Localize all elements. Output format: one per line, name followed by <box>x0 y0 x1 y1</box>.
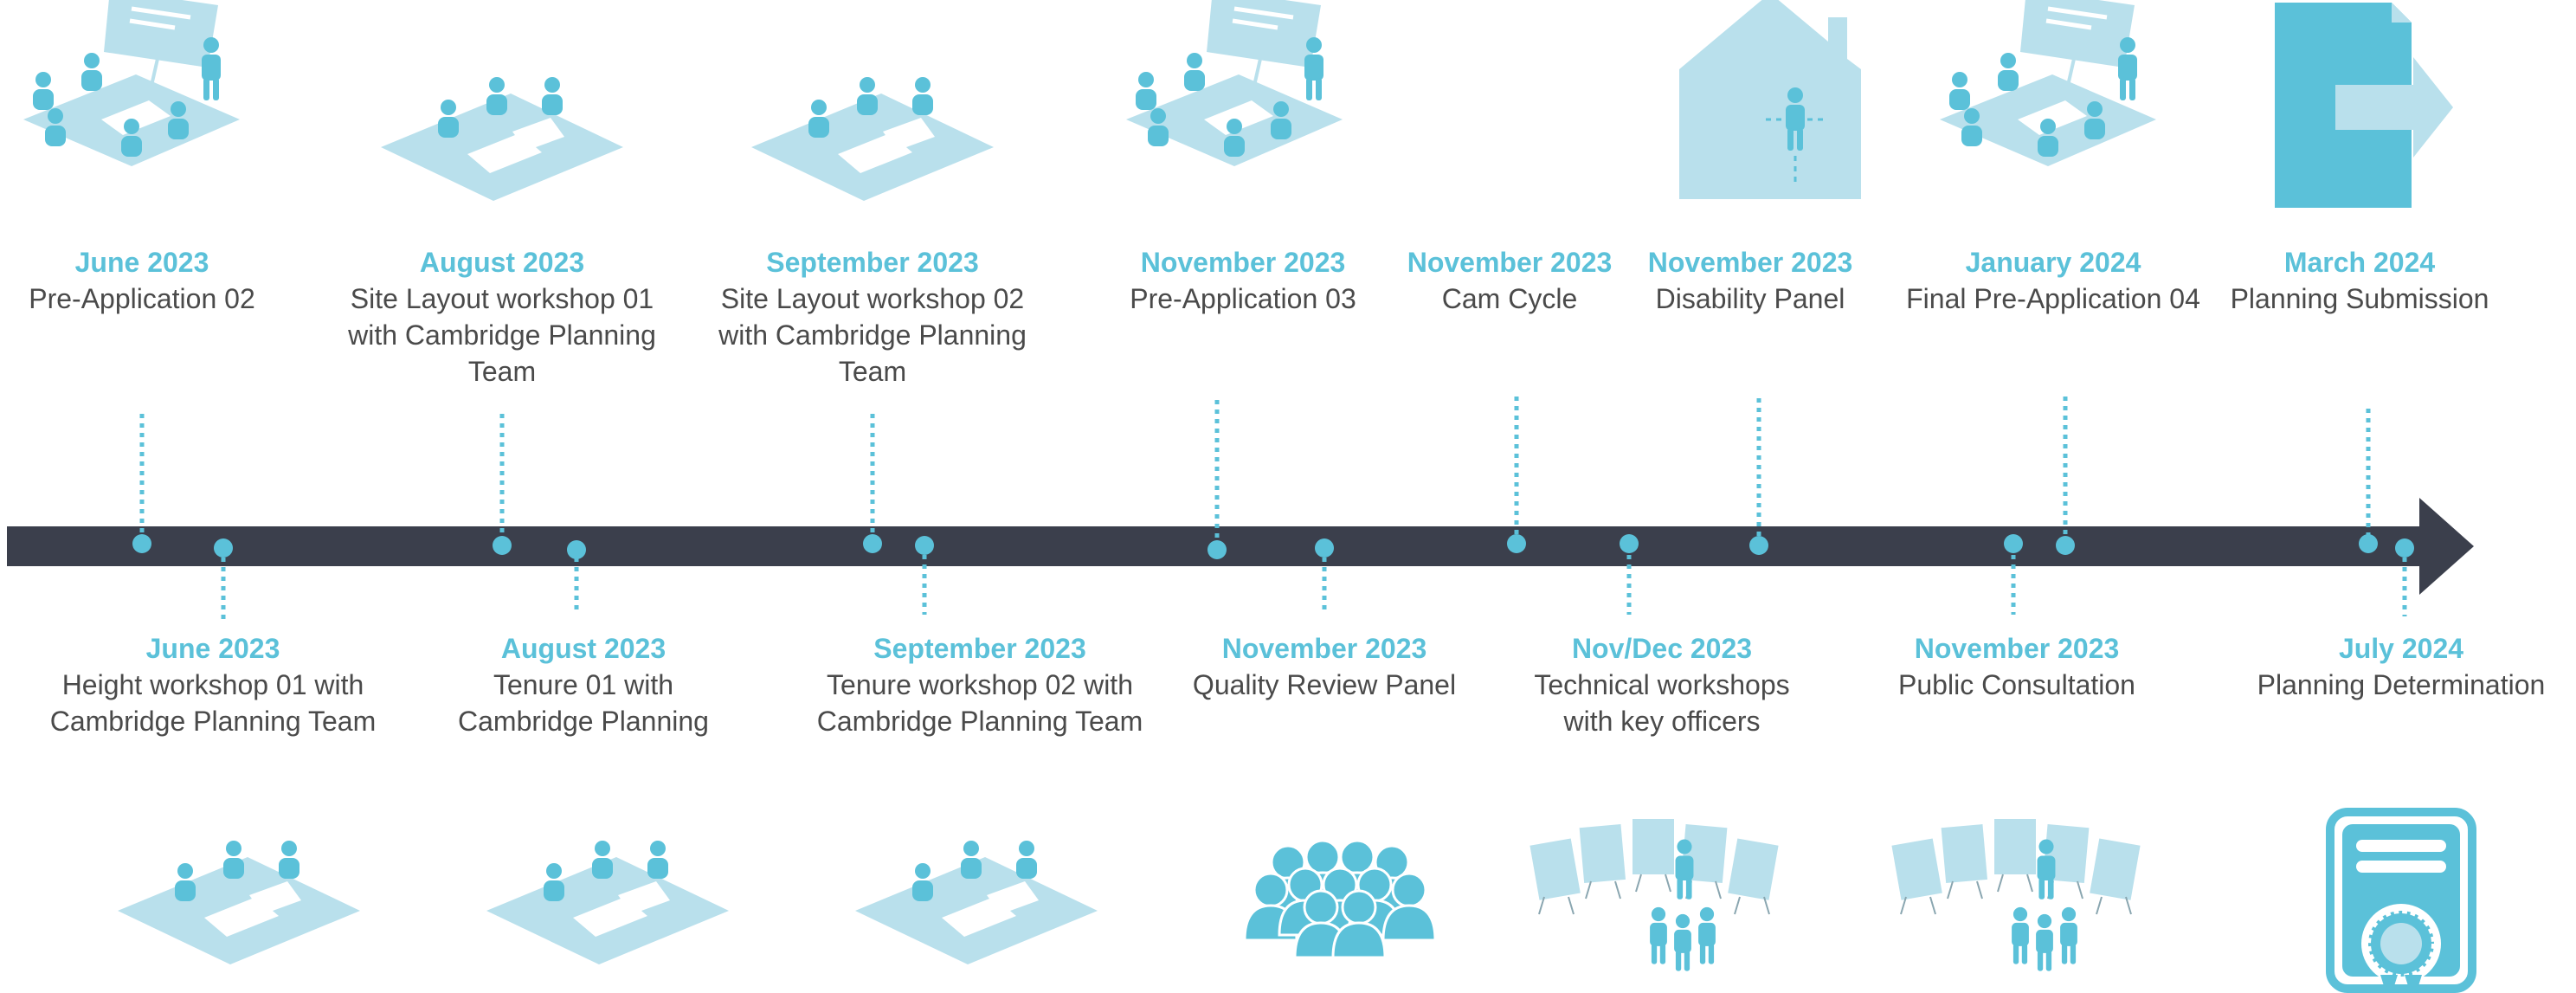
event-label: Disability Panel <box>1655 283 1845 314</box>
document-submit-icon <box>2275 3 2453 208</box>
event-label: Public Consultation <box>1898 669 2135 700</box>
presentation-boards-icon <box>1891 819 2141 971</box>
timeline-marker-dot <box>863 534 882 553</box>
timeline-marker-dot <box>1749 536 1768 555</box>
event-date: June 2023 <box>74 247 209 278</box>
event-label: Cam Cycle <box>1441 283 1578 314</box>
meeting-presentation-icon <box>1126 0 1343 166</box>
timeline-marker-dot <box>915 536 934 555</box>
event-bottom-2: August 2023 Tenure 01 with Cambridge Pla… <box>441 630 726 739</box>
event-label: Site Layout workshop 02 with Cambridge P… <box>718 283 1027 387</box>
timeline-marker-dot <box>1208 540 1227 559</box>
timeline-marker-dot <box>132 534 151 553</box>
workshop-table-icon <box>751 77 994 201</box>
event-date: November 2023 <box>1914 633 2120 664</box>
event-bottom-6: November 2023 Public Consultation <box>1874 630 2160 703</box>
event-top-2: August 2023 Site Layout workshop 01 with… <box>329 244 675 390</box>
event-date: November 2023 <box>1647 247 1853 278</box>
timeline-marker-dot <box>1315 538 1334 558</box>
timeline-marker-dot <box>1507 534 1526 553</box>
event-date: November 2023 <box>1140 247 1346 278</box>
timeline-marker-dot <box>2395 538 2414 558</box>
timeline-marker-dot <box>1620 534 1639 553</box>
presentation-boards-icon <box>1530 819 1779 971</box>
event-label: Quality Review Panel <box>1192 669 1457 700</box>
event-label: Pre-Application 03 <box>1130 283 1356 314</box>
event-top-7: January 2024 Final Pre-Application 04 <box>1889 244 2218 317</box>
event-top-6: November 2023 Disability Panel <box>1633 244 1867 317</box>
event-label: Planning Submission <box>2230 283 2489 314</box>
timeline-marker-dot <box>2359 534 2378 553</box>
event-date: August 2023 <box>500 633 667 664</box>
event-date: March 2024 <box>2283 247 2436 278</box>
event-label: Site Layout workshop 01 with Cambridge P… <box>348 283 656 387</box>
workshop-table-icon <box>486 841 729 964</box>
event-top-1: June 2023 Pre-Application 02 <box>0 244 298 317</box>
event-bottom-5: Nov/Dec 2023 Technical workshops with ke… <box>1519 630 1805 739</box>
event-top-5: November 2023 Cam Cycle <box>1393 244 1626 317</box>
event-date: September 2023 <box>766 247 979 278</box>
timeline-marker-dot <box>567 540 586 559</box>
group-people-icon <box>1243 839 1437 959</box>
workshop-table-icon <box>381 77 623 201</box>
event-date: August 2023 <box>419 247 585 278</box>
workshop-table-icon <box>855 841 1098 964</box>
event-bottom-3: September 2023 Tenure workshop 02 with C… <box>798 630 1162 739</box>
event-top-4: November 2023 Pre-Application 03 <box>1113 244 1373 317</box>
event-date: July 2024 <box>2338 633 2464 664</box>
event-bottom-1: June 2023 Height workshop 01 with Cambri… <box>31 630 395 739</box>
event-date: June 2023 <box>145 633 280 664</box>
meeting-presentation-icon <box>1940 0 2156 166</box>
event-label: Tenure workshop 02 with Cambridge Planni… <box>816 669 1143 737</box>
event-date: November 2023 <box>1407 247 1613 278</box>
timeline-axis-arrow <box>7 498 2474 595</box>
event-date: September 2023 <box>873 633 1086 664</box>
certificate-icon <box>2326 808 2476 993</box>
timeline-marker-dot <box>493 536 512 555</box>
event-date: January 2024 <box>1965 247 2141 278</box>
event-label: Final Pre-Application 04 <box>1906 283 2200 314</box>
event-label: Technical workshops with key officers <box>1534 669 1790 737</box>
event-date: November 2023 <box>1221 633 1427 664</box>
event-label: Pre-Application 02 <box>29 283 255 314</box>
event-top-8: March 2024 Planning Submission <box>2217 244 2502 317</box>
meeting-presentation-icon <box>23 0 240 166</box>
workshop-table-icon <box>118 841 360 964</box>
timeline-marker-dot <box>214 538 233 558</box>
event-label: Height workshop 01 with Cambridge Planni… <box>49 669 377 737</box>
event-label: Planning Determination <box>2257 669 2546 700</box>
house-person-icon <box>1679 0 1861 199</box>
event-bottom-7: July 2024 Planning Determination <box>2241 630 2561 703</box>
timeline-marker-dot <box>2056 536 2075 555</box>
event-bottom-4: November 2023 Quality Review Panel <box>1182 630 1467 703</box>
timeline-marker-dot <box>2004 534 2023 553</box>
event-top-3: September 2023 Site Layout workshop 02 w… <box>699 244 1046 390</box>
event-date: Nov/Dec 2023 <box>1571 633 1753 664</box>
event-label: Tenure 01 with Cambridge Planning <box>458 669 709 737</box>
